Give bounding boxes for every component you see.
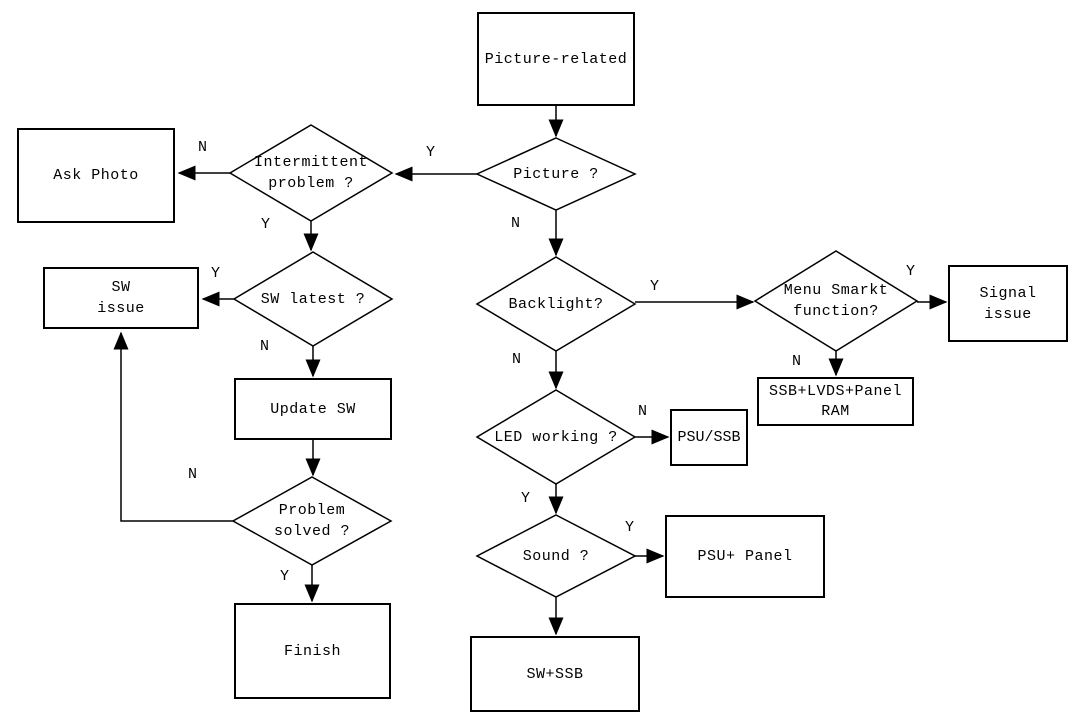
node-picture-related-label: Picture-related bbox=[484, 50, 628, 68]
edge-label-problem-solved-no: N bbox=[188, 466, 198, 483]
decision-led-working-shape bbox=[475, 389, 637, 485]
edge-label-led-yes: Y bbox=[521, 490, 531, 507]
node-sw-issue-line1: SW bbox=[111, 279, 131, 296]
decision-picture-shape bbox=[475, 137, 637, 211]
node-ssb-lvds-line2: RAM bbox=[821, 402, 850, 420]
node-psu-panel-label: PSU+ Panel bbox=[697, 548, 793, 565]
edge-label-backlight-yes: Y bbox=[650, 278, 660, 295]
node-update-sw-label: Update SW bbox=[270, 400, 356, 418]
node-picture-related: Picture-related bbox=[477, 12, 635, 106]
edge-label-intermittent-yes: Y bbox=[261, 216, 271, 233]
node-signal-issue: Signal issue bbox=[948, 265, 1068, 342]
edge-label-picture-yes: Y bbox=[426, 144, 436, 161]
node-finish-label: Finish bbox=[283, 642, 341, 660]
decision-menu-smarkt-shape bbox=[753, 250, 919, 352]
node-psu-ssb-label: PSU/SSB bbox=[677, 429, 741, 446]
node-ssb-lvds-panel-ram: SSB+LVDS+Panel RAM bbox=[757, 377, 914, 426]
edge-problem-solved-no-to-sw-issue bbox=[113, 331, 233, 522]
edge-label-picture-no: N bbox=[511, 215, 521, 232]
edge-label-sw-latest-yes: Y bbox=[211, 265, 221, 282]
decision-problem-solved-shape bbox=[231, 476, 393, 566]
decision-sound-shape bbox=[475, 514, 637, 598]
node-sw-issue: SW issue bbox=[43, 267, 199, 329]
node-finish: Finish bbox=[234, 603, 391, 699]
node-psu-panel: PSU+ Panel bbox=[665, 515, 825, 598]
node-ask-photo-label: Ask Photo bbox=[53, 167, 139, 184]
node-update-sw: Update SW bbox=[234, 378, 392, 440]
edge-label-sound-yes: Y bbox=[625, 519, 635, 536]
edge-label-problem-solved-yes: Y bbox=[280, 568, 290, 585]
edge-label-menu-no: N bbox=[792, 353, 802, 370]
node-signal-issue-line2: issue bbox=[984, 305, 1032, 323]
edge-label-intermittent-no: N bbox=[198, 139, 208, 156]
node-ask-photo: Ask Photo bbox=[17, 128, 175, 223]
node-sw-ssb: SW+SSB bbox=[470, 636, 640, 712]
node-sw-issue-line2: issue bbox=[97, 300, 145, 317]
node-signal-issue-line1: Signal bbox=[979, 284, 1037, 302]
edge-label-sw-latest-no: N bbox=[260, 338, 270, 355]
edge-label-led-no: N bbox=[638, 403, 648, 420]
edge-label-menu-yes: Y bbox=[906, 263, 916, 280]
node-ssb-lvds-line1: SSB+LVDS+Panel bbox=[768, 382, 903, 400]
decision-sw-latest-shape bbox=[232, 251, 394, 347]
decision-backlight-shape bbox=[475, 256, 637, 352]
node-sw-ssb-label: SW+SSB bbox=[526, 665, 584, 683]
edge-label-backlight-no: N bbox=[512, 351, 522, 368]
node-psu-ssb: PSU/SSB bbox=[670, 409, 748, 466]
decision-intermittent-shape bbox=[228, 124, 394, 222]
